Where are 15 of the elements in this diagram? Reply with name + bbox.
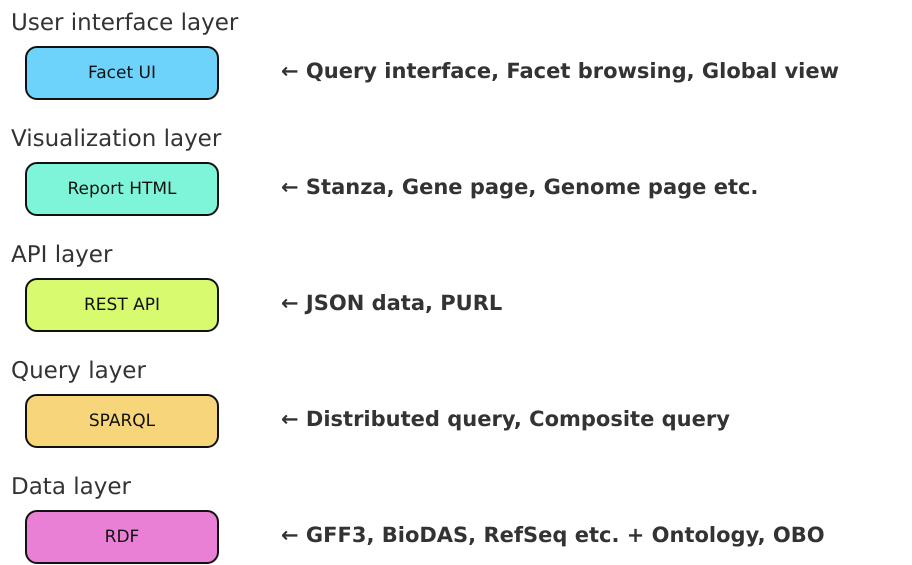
layer-heading: Data layer bbox=[11, 473, 131, 502]
description-text: ← Query interface, Facet browsing, Global view bbox=[281, 58, 839, 85]
layer-heading: Visualization layer bbox=[11, 125, 222, 154]
description-text: ← Stanza, Gene page, Genome page etc. bbox=[281, 174, 758, 201]
description-text: ← GFF3, BioDAS, RefSeq etc. + Ontology, OBO bbox=[281, 522, 825, 549]
component-box: RDF bbox=[25, 510, 219, 564]
component-box: REST API bbox=[25, 278, 219, 332]
layer-heading: API layer bbox=[11, 241, 112, 270]
component-box: Report HTML bbox=[25, 162, 219, 216]
description-text: ← Distributed query, Composite query bbox=[281, 406, 730, 433]
component-box: Facet UI bbox=[25, 46, 219, 100]
layer-heading: Query layer bbox=[11, 357, 146, 386]
description-text: ← JSON data, PURL bbox=[281, 290, 502, 317]
layer-heading: User interface layer bbox=[11, 9, 238, 38]
component-box: SPARQL bbox=[25, 394, 219, 448]
